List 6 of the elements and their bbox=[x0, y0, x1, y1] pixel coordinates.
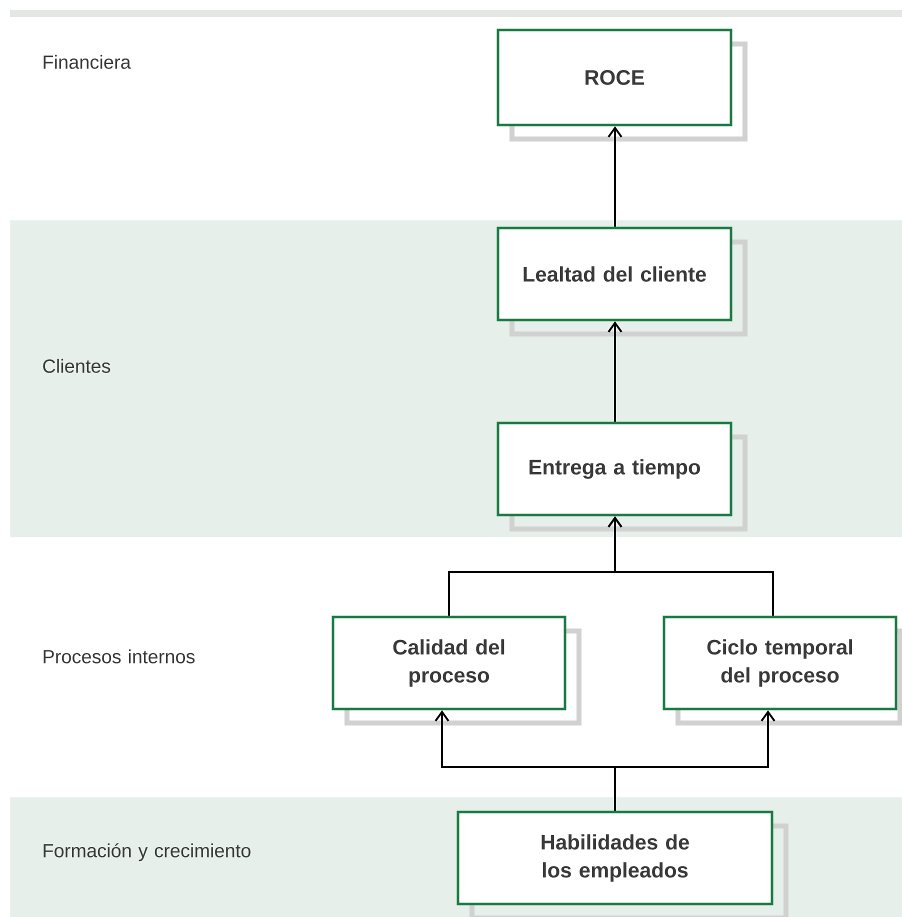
process-box: Lealtad del cliente bbox=[496, 226, 748, 336]
process-box: Habilidades de los empleados bbox=[456, 810, 788, 917]
arrow bbox=[608, 126, 622, 227]
process-box: Entrega a tiempo bbox=[496, 422, 748, 532]
process-box: ROCE bbox=[496, 28, 748, 142]
arrow bbox=[608, 321, 622, 422]
